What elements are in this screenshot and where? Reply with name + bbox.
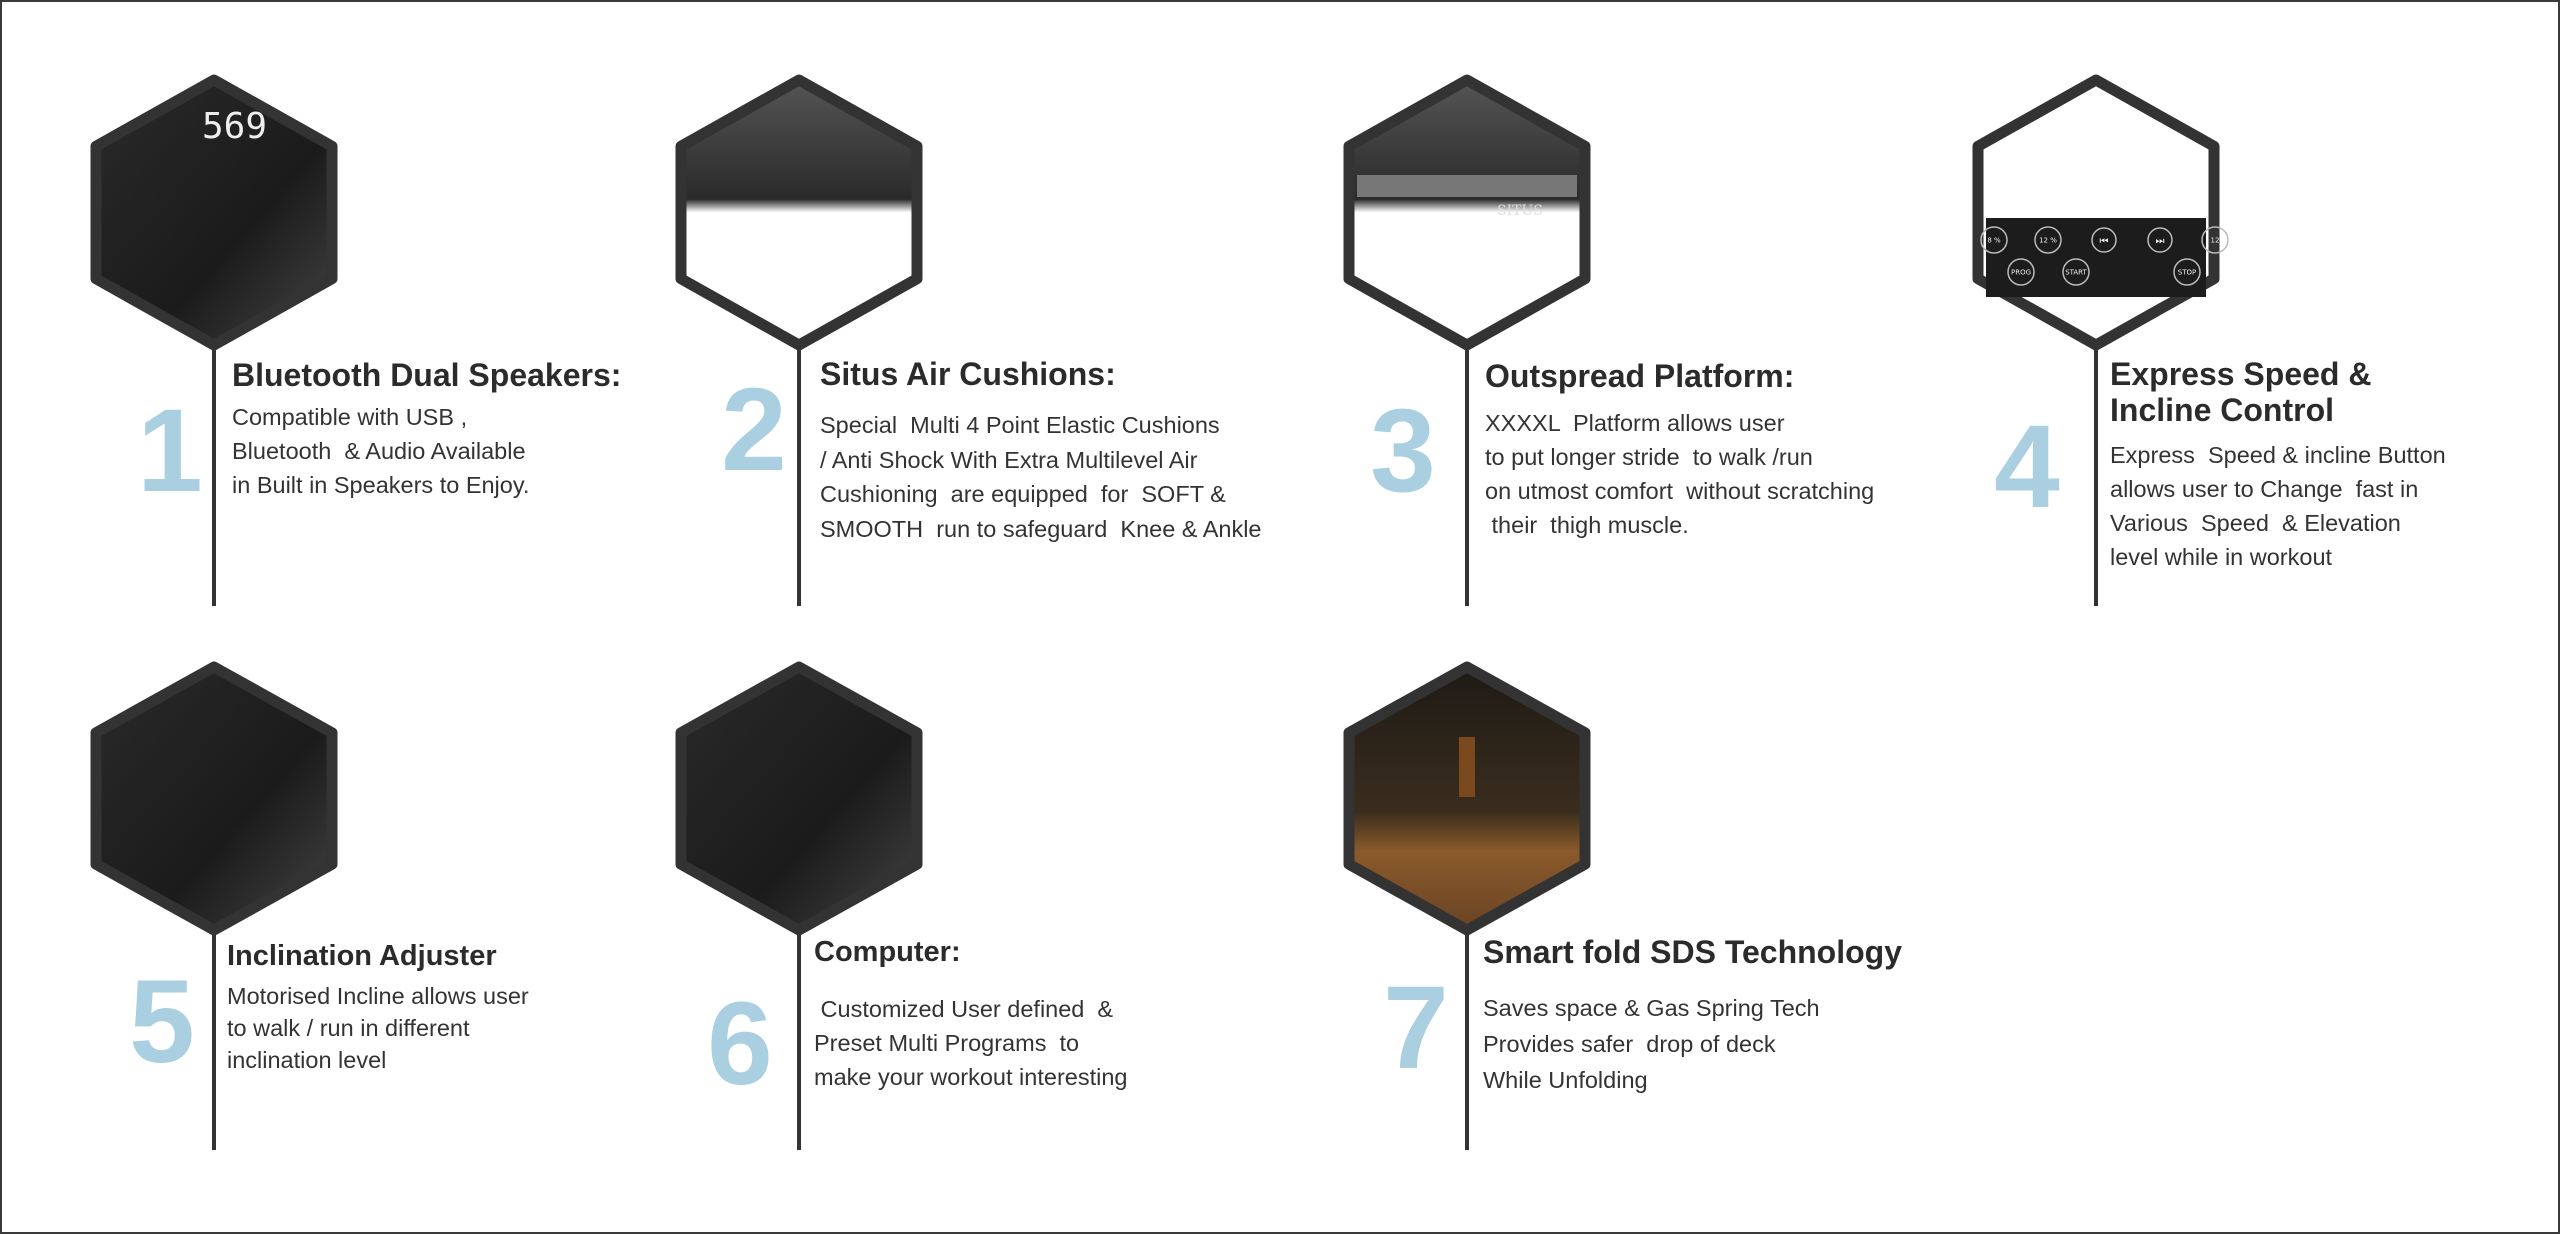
feature-description-line: Saves space & Gas Spring Tech bbox=[1483, 995, 1820, 1021]
computer-console-icon bbox=[675, 661, 923, 936]
feature-description-line: to walk / run in different bbox=[227, 1015, 470, 1041]
feature-description-line: to put longer stride to walk /run bbox=[1485, 444, 1813, 470]
previous-track-icon: ⏮ bbox=[2100, 236, 2109, 247]
feature-title-line: Incline Control bbox=[2110, 392, 2334, 428]
feature-title: Situs Air Cushions: bbox=[820, 356, 1116, 392]
feature-description-line: on utmost comfort without scratching bbox=[1485, 478, 1875, 504]
feature-title-line: Express Speed & bbox=[2110, 356, 2372, 392]
display-reading: 569 bbox=[202, 106, 267, 147]
next-track-button bbox=[2147, 227, 2173, 253]
feature-description-line: XXXXL Platform allows user bbox=[1485, 410, 1785, 436]
feature-title: Outspread Platform: bbox=[1485, 358, 1794, 394]
feature-description-line: Customized User defined & bbox=[814, 996, 1114, 1022]
incline-motor-icon bbox=[90, 661, 338, 936]
control-button-label: STOP bbox=[2178, 269, 2196, 277]
feature-title: Express Speed &Incline Control bbox=[2110, 356, 2371, 428]
feature-number: 1 bbox=[137, 385, 203, 517]
feature-description-line: level while in workout bbox=[2110, 544, 2333, 570]
feature-number: 7 bbox=[1383, 962, 1449, 1094]
control-button-icon bbox=[2007, 258, 2035, 286]
feature-description-line: Bluetooth & Audio Available bbox=[232, 438, 526, 464]
feature-title: Bluetooth Dual Speakers: bbox=[232, 357, 621, 393]
feature-description: Special Multi 4 Point Elastic Cushions / … bbox=[820, 408, 1262, 546]
feature-description: Express Speed & incline Button allows use… bbox=[2110, 438, 2446, 574]
feature-description-line: / Anti Shock With Extra Multilevel Air bbox=[820, 446, 1198, 473]
feature-number: 4 bbox=[1994, 401, 2060, 533]
control-button-icon bbox=[2173, 258, 2201, 286]
control-button-label: PROG bbox=[2011, 269, 2031, 277]
feature-description-line: Preset Multi Programs to bbox=[814, 1030, 1080, 1056]
feature-title-line: Computer: bbox=[814, 936, 961, 968]
control-buttons-icon: ⏮ ⏭ 8 % 12 % PROG START STOP 12 bbox=[1972, 74, 2229, 351]
feature-description-line: While Unfolding bbox=[1483, 1067, 1648, 1093]
control-button-icon bbox=[2201, 226, 2229, 254]
feature-number: 5 bbox=[129, 956, 195, 1088]
feature-title-line: Situs Air Cushions: bbox=[820, 356, 1116, 392]
console-display-icon: 569 bbox=[90, 74, 338, 351]
feature-description-line: allows user to Change fast in bbox=[2110, 476, 2419, 502]
feature-description-line: make your workout interesting bbox=[814, 1064, 1128, 1090]
feature-description-line: SMOOTH run to safeguard Knee & Ankle bbox=[820, 515, 1262, 542]
feature-number: 6 bbox=[707, 978, 773, 1110]
feature-description-line: Motorised Incline allows user bbox=[227, 983, 529, 1009]
next-track-icon: ⏭ bbox=[2156, 236, 2165, 247]
folded-treadmill-icon bbox=[1343, 661, 1591, 936]
control-button-icon bbox=[2034, 226, 2062, 254]
deck-cushion-icon bbox=[675, 74, 923, 351]
brand-logo: SITUS bbox=[1497, 203, 1543, 219]
feature-title-line: Outspread Platform: bbox=[1485, 358, 1795, 394]
previous-track-button bbox=[2091, 227, 2117, 253]
feature-description-line: Special Multi 4 Point Elastic Cushions bbox=[820, 412, 1220, 438]
feature-description-line: their thigh muscle. bbox=[1485, 512, 1689, 538]
feature-description-line: Compatible with USB , bbox=[232, 404, 468, 430]
feature-title-line: Bluetooth Dual Speakers: bbox=[232, 357, 622, 393]
control-button-label: 8 % bbox=[1987, 237, 2001, 245]
feature-description-line: Provides safer drop of deck bbox=[1483, 1031, 1776, 1057]
feature-number: 2 bbox=[721, 364, 787, 496]
platform-icon: SITUS bbox=[1343, 74, 1591, 351]
feature-title: Smart fold SDS Technology bbox=[1483, 934, 1902, 970]
control-button-label: 12 % bbox=[2039, 237, 2057, 245]
feature-description: Motorised Incline allows user to walk / r… bbox=[227, 980, 529, 1076]
control-button-icon bbox=[2062, 258, 2090, 286]
feature-title-line: Inclination Adjuster bbox=[227, 940, 497, 972]
feature-description-line: Express Speed & incline Button bbox=[2110, 442, 2446, 468]
feature-description: XXXXL Platform allows user to put longer … bbox=[1485, 406, 1874, 542]
feature-description: Compatible with USB , Bluetooth & Audio A… bbox=[232, 400, 529, 502]
feature-title: Inclination Adjuster bbox=[227, 938, 497, 974]
feature-number: 3 bbox=[1370, 385, 1436, 517]
control-button-label: START bbox=[2065, 269, 2087, 277]
feature-description-line: Cushioning are equipped for SOFT & bbox=[820, 481, 1226, 507]
feature-title: Computer: bbox=[814, 934, 961, 970]
feature-title-line: Smart fold SDS Technology bbox=[1483, 934, 1902, 970]
feature-description-line: Various Speed & Elevation bbox=[2110, 510, 2401, 536]
control-button-label: 12 bbox=[2211, 237, 2220, 245]
control-button-icon bbox=[1980, 226, 2008, 254]
feature-description-line: inclination level bbox=[227, 1047, 387, 1073]
feature-description-line: in Built in Speakers to Enjoy. bbox=[232, 472, 530, 498]
feature-description: Customized User defined & Preset Multi Pr… bbox=[814, 992, 1127, 1094]
